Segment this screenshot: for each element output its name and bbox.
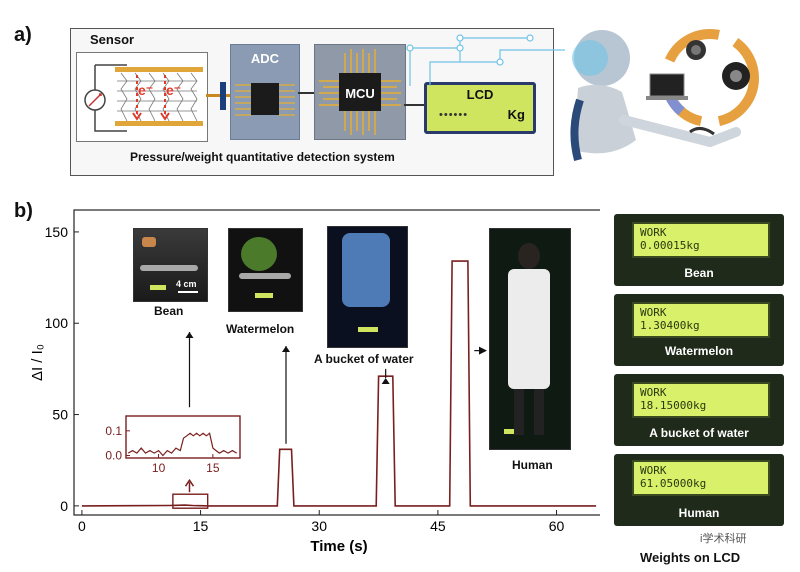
inset-frame: [125, 415, 241, 459]
x-axis-label: Time (s): [310, 538, 367, 555]
lcd-line-1: WORK: [640, 464, 667, 477]
mcu-label: MCU: [345, 86, 375, 101]
mcu-lcd-link: [404, 104, 424, 106]
lcd-readout-human: WORK 61.05000kg Human: [614, 454, 784, 526]
zoom-arrow-head: [184, 478, 195, 487]
adc-pins-icon: [235, 84, 295, 116]
inset-y-tick-label: 0.0: [105, 449, 122, 463]
lcd-caption: Bean: [684, 266, 714, 280]
lcd-line-2: 1.30400kg: [640, 319, 700, 332]
panel-b-label: b): [14, 200, 33, 222]
x-tick-label: 45: [430, 518, 446, 534]
mini-lcd-icon: [358, 327, 378, 332]
lcd-column-title: Weights on LCD: [640, 550, 741, 565]
lcd-caption: A bucket of water: [649, 426, 749, 440]
y-axis-label: ΔI / I₀: [30, 344, 46, 381]
mini-lcd-icon: [255, 293, 273, 298]
x-tick-label: 30: [311, 518, 327, 534]
robot-hand-icon: [140, 265, 198, 271]
x-tick-label: 60: [549, 518, 565, 534]
mini-lcd-icon: [150, 285, 166, 290]
lcd-line-2: 18.15000kg: [640, 399, 707, 412]
x-tick-label: 0: [78, 518, 86, 534]
watermelon-arrow-head: [282, 346, 290, 352]
bean-icon: [142, 237, 156, 247]
scale-bar: [178, 291, 198, 293]
lcd-dots: ••••••: [439, 109, 469, 121]
lcd-label: LCD: [466, 87, 494, 102]
inset-x-tick-label: 15: [206, 461, 220, 475]
lcd-readout-bucket: WORK 18.15000kg A bucket of water: [614, 374, 784, 446]
y-tick-label: 50: [52, 407, 68, 423]
y-tick-label: 0: [60, 498, 68, 514]
adc-mcu-link: [298, 92, 314, 94]
human-label: Human: [512, 458, 553, 472]
mini-lcd-icon: [504, 429, 514, 434]
inset-x-tick-label: 10: [152, 461, 166, 475]
series-line: [81, 260, 597, 507]
watermark: i学术科研: [700, 533, 747, 545]
inset-y-tick-label: 0.1: [105, 424, 122, 438]
person-leg-icon: [514, 389, 524, 435]
bucket-label: A bucket of water: [314, 352, 414, 366]
y-tick-label: 150: [45, 224, 69, 240]
lcd-caption: Watermelon: [664, 344, 734, 358]
electron-label: e⁻: [138, 82, 154, 98]
human-photo: [489, 228, 571, 450]
mcu-chip-icon: [319, 49, 401, 135]
lcd-line-1: WORK: [640, 306, 667, 319]
human-arrow-head: [479, 346, 487, 355]
watermelon-photo: [228, 228, 303, 312]
sensor-diagram: [76, 52, 208, 142]
person-coat-icon: [508, 269, 550, 389]
person-leg-icon: [534, 389, 544, 435]
lcd-line-1: WORK: [640, 226, 667, 239]
adc-label: ADC: [250, 51, 280, 66]
bean-photo: 4 cm: [133, 228, 208, 302]
bucket-arrow-head: [381, 378, 390, 384]
scale-bar-label: 4 cm: [176, 279, 197, 289]
network-lines-icon: [406, 34, 565, 86]
lcd-block: LCD •••••• Kg: [424, 82, 536, 134]
zoom-box: [172, 493, 209, 509]
panel-a-label: a): [14, 24, 32, 46]
lcd-line-2: 0.00015kg: [640, 239, 700, 252]
sensor-title: Sensor: [90, 32, 135, 47]
connector-wire: [206, 94, 230, 97]
x-tick-label: 15: [193, 518, 209, 534]
bean-label: Bean: [154, 304, 184, 318]
electron-label: e⁻: [166, 82, 182, 98]
plot-frame: [73, 209, 600, 516]
adc-block: ADC: [230, 44, 300, 140]
lcd-readout-watermelon: WORK 1.30400kg Watermelon: [614, 294, 784, 366]
robot-illustration: [570, 29, 759, 162]
lcd-caption: Human: [678, 506, 720, 520]
connector-plug: [220, 82, 226, 110]
water-bucket-icon: [342, 233, 390, 307]
adc-chip-icon: [251, 83, 279, 115]
lcd-unit: Kg: [507, 107, 525, 122]
system-caption: Pressure/weight quantitative detection s…: [130, 150, 395, 164]
lcd-line-1: WORK: [640, 386, 667, 399]
bucket-photo: [327, 226, 408, 348]
inset-series-line: [127, 432, 238, 457]
watermelon-label: Watermelon: [226, 322, 295, 336]
mcu-block: MCU: [314, 44, 406, 140]
robot-hand-icon: [239, 273, 291, 279]
person-head-icon: [518, 243, 540, 269]
watermelon-icon: [241, 237, 277, 271]
lcd-readout-bean: WORK 0.00015kg Bean: [614, 214, 784, 286]
lcd-line-2: 61.05000kg: [640, 477, 707, 490]
y-tick-label: 100: [45, 315, 69, 331]
bean-arrow-head: [185, 332, 194, 338]
sensor-schematic-icon: [84, 64, 203, 132]
